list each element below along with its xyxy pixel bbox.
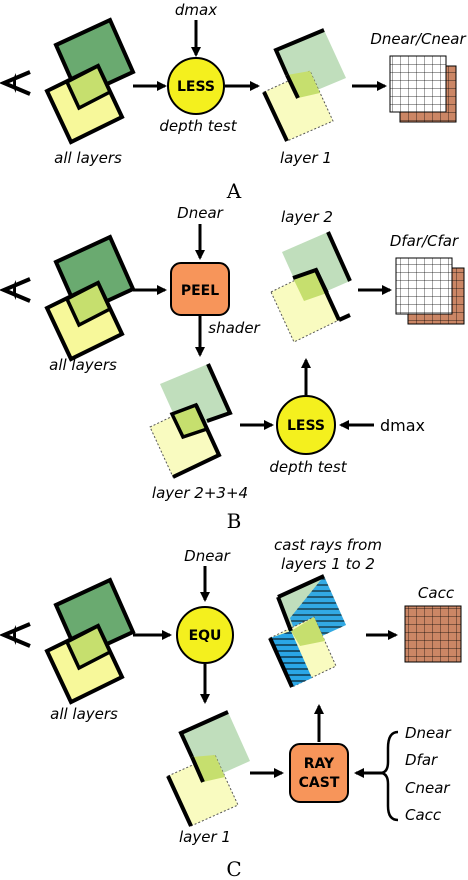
layer-2-3-4-caption: layer 2+3+4 [152, 484, 248, 502]
accumulated-color-buffer [404, 605, 462, 663]
peel-node-label: PEEL [181, 283, 219, 299]
depth-color-buffer [389, 55, 457, 123]
less-node [276, 395, 336, 455]
all-layers-caption: all layers [50, 705, 118, 723]
depth-test-caption: depth test [269, 458, 347, 476]
ray-cast-label-line1: RAY [304, 756, 335, 772]
raycast-input-cacc: Cacc [405, 806, 442, 824]
section-letter-c: C [226, 857, 241, 880]
ray-cast-stack [268, 574, 346, 688]
ray-cast-node [289, 743, 349, 803]
dnear-cnear-label: Dnear/Cnear [370, 30, 466, 48]
cacc-label: Cacc [418, 584, 455, 602]
raycast-input-cnear: Cnear [405, 779, 450, 797]
layer-2-3-4-stack [149, 363, 233, 479]
section-b: all layers Dnear PEEL shader layer 2 Dfa… [0, 204, 465, 533]
depth-test-caption: depth test [159, 117, 237, 135]
layer-2-caption: layer 2 [281, 208, 333, 226]
depth-color-buffer [395, 257, 465, 325]
raycast-input-dnear: Dnear [405, 724, 451, 742]
layer-2-stack [270, 231, 352, 343]
section-letter-a: A [226, 179, 242, 203]
all-layers-stack [44, 234, 136, 362]
dmax-label: dmax [380, 416, 425, 435]
layer-1-stack [166, 710, 250, 827]
eye-icon [0, 70, 31, 96]
all-layers-caption: all layers [49, 356, 117, 374]
cast-rays-caption-line2: layers 1 to 2 [281, 555, 375, 573]
section-a: all layers dmax LESS depth test layer 1 … [0, 1, 466, 203]
all-layers-caption: all layers [54, 149, 122, 167]
layer-1-caption: layer 1 [280, 149, 332, 167]
dfar-cfar-label: Dfar/Cfar [390, 232, 459, 250]
layer-1-stack [262, 28, 346, 142]
raycast-input-dfar: Dfar [405, 751, 438, 769]
dmax-label: dmax [175, 1, 217, 19]
dnear-label: Dnear [184, 547, 230, 565]
all-layers-stack [44, 17, 136, 145]
input-brace [379, 730, 399, 822]
less-node [167, 57, 225, 115]
section-letter-b: B [227, 509, 242, 533]
shader-label: shader [208, 319, 260, 337]
equ-node-label: EQU [189, 628, 222, 644]
dnear-label: Dnear [177, 204, 223, 222]
ray-cast-label-line2: CAST [299, 775, 340, 791]
less-node-label: LESS [287, 418, 325, 434]
less-node-label: LESS [177, 79, 215, 95]
eye-icon [0, 277, 31, 303]
all-layers-stack [44, 577, 136, 705]
layer-1-caption: layer 1 [179, 828, 231, 846]
equ-node [176, 606, 234, 664]
section-c: all layers Dnear EQU cast rays from laye… [0, 536, 462, 880]
cast-rays-caption-line1: cast rays from [274, 536, 382, 554]
eye-icon [0, 622, 31, 648]
